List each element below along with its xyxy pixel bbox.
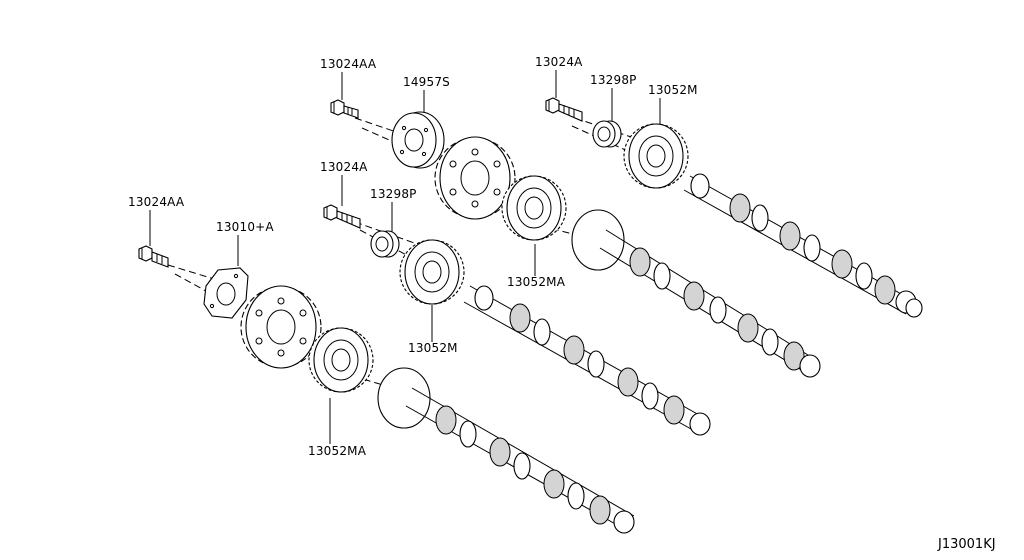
bolt-13024a-right xyxy=(545,97,583,122)
gear-13052m-right xyxy=(623,123,689,189)
gear-13052ma-bottom xyxy=(308,327,374,393)
label-13298p-mid: 13298P xyxy=(370,187,417,201)
gear-13052m-mid xyxy=(399,239,465,305)
camshaft-middle xyxy=(571,209,821,378)
diagram-reference-code: J13001KJ xyxy=(937,537,996,552)
camshaft-lower-middle xyxy=(463,285,711,436)
spacer-13298p-right xyxy=(592,120,622,148)
label-13024a-right: 13024A xyxy=(535,55,583,69)
gear-13052ma-mid xyxy=(501,175,567,241)
plate-13010a xyxy=(203,267,249,319)
sprocket-lower xyxy=(240,285,322,369)
sprocket-upper xyxy=(434,136,516,220)
label-13052ma-bottom: 13052MA xyxy=(308,444,367,458)
label-13052ma-mid: 13052MA xyxy=(507,275,566,289)
label-13024a-mid: 13024A xyxy=(320,160,368,174)
camshaft-bottom xyxy=(377,367,635,534)
plate-14957s xyxy=(391,111,445,169)
label-13052m-mid: 13052M xyxy=(408,341,458,355)
spacer-13298p-mid xyxy=(370,230,400,258)
label-13024aa-left: 13024AA xyxy=(128,195,185,209)
bolt-13024aa-top xyxy=(330,99,359,119)
leader-lines xyxy=(149,70,661,444)
label-13298p-right: 13298P xyxy=(590,73,637,87)
camshaft-right-upper xyxy=(683,173,923,318)
bolt-13024a-mid xyxy=(323,204,361,229)
label-13010a: 13010+A xyxy=(216,220,274,234)
label-14957s: 14957S xyxy=(403,75,450,89)
bolt-13024aa-left xyxy=(138,245,169,268)
label-13052m-right: 13052M xyxy=(648,83,698,97)
label-13024aa-top: 13024AA xyxy=(320,57,377,71)
